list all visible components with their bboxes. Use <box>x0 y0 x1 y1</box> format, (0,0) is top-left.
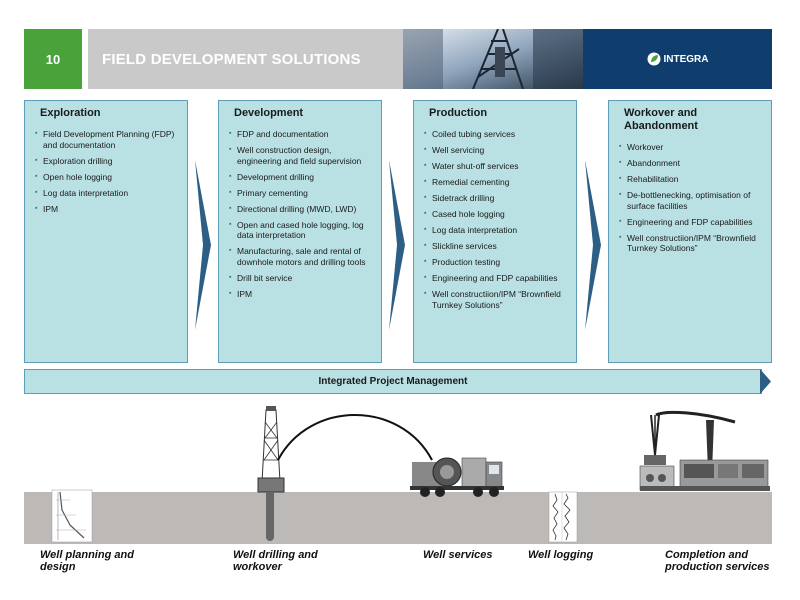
chevron-arrow-icon <box>585 160 601 330</box>
list-item: Drill bit service <box>229 273 371 284</box>
page-title: FIELD DEVELOPMENT SOLUTIONS <box>88 29 404 89</box>
brand-bar: INTEGRA <box>583 29 772 89</box>
ipm-bar: Integrated Project Management <box>24 369 762 394</box>
list-item: IPM <box>35 204 177 215</box>
footer-label-well-logging: Well logging <box>528 549 594 561</box>
stage-title: Workover and Abandonment <box>624 107 698 132</box>
list-item: Engineering and FDP capabilities <box>619 217 761 228</box>
list-item: Water shut-off services <box>424 161 566 172</box>
leaf-icon <box>647 52 660 66</box>
list-item: Directional drilling (MWD, LWD) <box>229 204 371 215</box>
stage-development: Development FDP and documentation Well c… <box>218 100 382 363</box>
production-facility-icon <box>639 459 770 491</box>
service-truck-icon <box>410 457 504 497</box>
stage-items: Coiled tubing services Well servicing Wa… <box>424 129 566 310</box>
list-item: Rehabilitation <box>619 174 761 185</box>
stage-items: FDP and documentation Well construction … <box>229 129 371 299</box>
drilling-rig-icon <box>257 406 285 541</box>
stage-exploration: Exploration Field Development Planning (… <box>24 100 188 363</box>
ground-band <box>24 492 772 544</box>
list-item: Workover <box>619 142 761 153</box>
footer-label-well-drilling: Well drilling and workover <box>233 549 318 573</box>
stage-title: Exploration <box>40 107 101 119</box>
list-item: Primary cementing <box>229 188 371 199</box>
stage-production: Production Coiled tubing services Well s… <box>413 100 577 363</box>
list-item: Cased hole logging <box>424 209 566 220</box>
list-item: Coiled tubing services <box>424 129 566 140</box>
list-item: Field Development Planning (FDP) and doc… <box>35 129 177 150</box>
list-item: Production testing <box>424 257 566 268</box>
chevron-arrow-icon <box>195 160 211 330</box>
list-item: Well servicing <box>424 145 566 156</box>
well-log-icon <box>548 491 578 543</box>
slide-number: 10 <box>24 29 82 89</box>
list-item: Log data interpretation <box>35 188 177 199</box>
list-item: Development drilling <box>229 172 371 183</box>
footer-label-completion: Completion and production services <box>665 549 770 573</box>
list-item: Exploration drilling <box>35 156 177 167</box>
stage-items: Workover Abandonment Rehabilitation De-b… <box>619 142 761 254</box>
list-item: Sidetrack drilling <box>424 193 566 204</box>
list-item: Log data interpretation <box>424 225 566 236</box>
list-item: IPM <box>229 289 371 300</box>
list-item: Well constructiion/IPM “Brownfield Turnk… <box>619 233 761 254</box>
stage-items: Field Development Planning (FDP) and doc… <box>35 129 177 214</box>
list-item: Well constructiion/IPM “Brownfield Turnk… <box>424 289 566 310</box>
chevron-arrow-icon <box>389 160 405 330</box>
list-item: Open hole logging <box>35 172 177 183</box>
service-arc <box>277 414 433 461</box>
list-item: Slickline services <box>424 241 566 252</box>
list-item: Engineering and FDP capabilities <box>424 273 566 284</box>
list-item: Manufacturing, sale and rental of downho… <box>229 246 371 267</box>
well-plan-diagram-icon <box>51 489 93 543</box>
list-item: De-bottlenecking, optimisation of surfac… <box>619 190 761 211</box>
drilling-rig-photo <box>403 29 583 89</box>
logo-text: INTEGRA <box>663 53 709 65</box>
list-item: Remedial cementing <box>424 177 566 188</box>
well-lifecycle-illustration <box>51 406 770 543</box>
footer-label-well-planning: Well planning and design <box>40 549 134 573</box>
list-item: Open and cased hole logging, log data in… <box>229 220 371 241</box>
arrow-right-icon <box>760 369 771 394</box>
list-item: Abandonment <box>619 158 761 169</box>
pumpjack-icon <box>644 410 736 473</box>
stage-title: Development <box>234 107 304 119</box>
stage-workover-abandonment: Workover and Abandonment Workover Abando… <box>608 100 772 363</box>
list-item: Well construction design, engineering an… <box>229 145 371 166</box>
list-item: FDP and documentation <box>229 129 371 140</box>
footer-label-well-services: Well services <box>423 549 493 561</box>
integra-logo: INTEGRA <box>647 52 709 66</box>
stage-title: Production <box>429 107 488 119</box>
